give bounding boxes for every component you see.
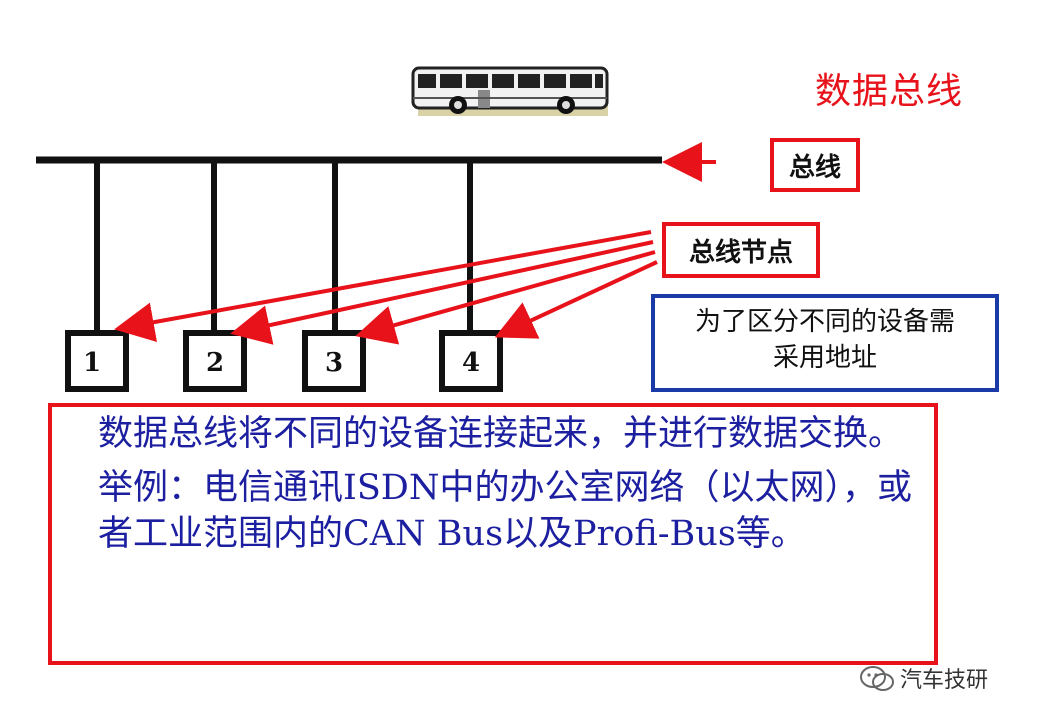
node-box-1: [65, 330, 129, 392]
description-box: 数据总线将不同的设备连接起来，并进行数据交换。 举例：电信通讯ISDN中的办公室…: [48, 403, 938, 665]
node-label-2: 2: [206, 348, 224, 378]
node-box-3: [302, 330, 366, 392]
bus-icon: [411, 66, 609, 116]
address-note-line2: 采用地址: [772, 343, 877, 373]
address-note-line1: 为了区分不同的设备需: [694, 307, 955, 337]
description-para2: 举例：电信通讯ISDN中的办公室网络（以太网），或者工业范围内的CAN Bus以…: [98, 468, 912, 554]
node-arrow-1: [114, 230, 652, 342]
node-label-3: 3: [325, 348, 343, 378]
node-label-1: 1: [83, 348, 101, 378]
bus-nodes-label: 总线节点: [662, 222, 820, 278]
description-para1: 数据总线将不同的设备连接起来，并进行数据交换。: [98, 414, 904, 454]
node-arrow-3: [355, 250, 656, 345]
node-box-4: [439, 330, 503, 392]
watermark-text: 汽车技研: [900, 668, 989, 693]
node-label-4: 4: [462, 348, 480, 378]
page-title: 数据总线: [815, 71, 964, 112]
address-note-box: 为了区分不同的设备需 采用地址: [651, 294, 999, 392]
node-arrow-2: [230, 240, 654, 345]
wechat-icon: [860, 666, 894, 691]
bus-label: 总线: [770, 138, 860, 192]
node-arrow-4: [494, 260, 658, 339]
